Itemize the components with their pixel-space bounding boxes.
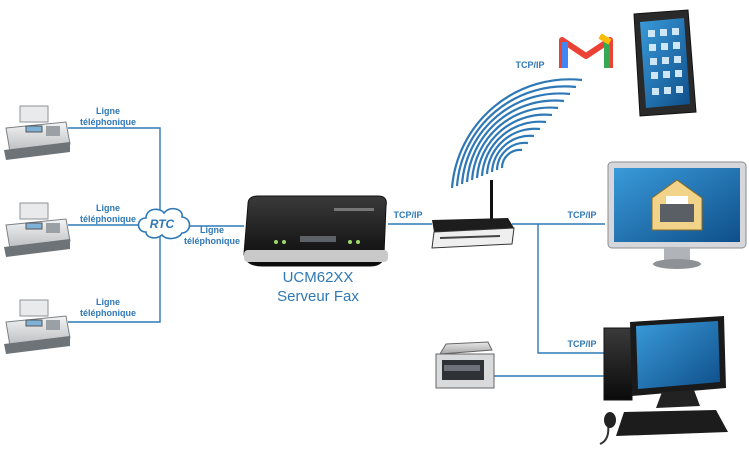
fax-machine-icon [4, 202, 71, 257]
router-desktop-line [537, 224, 605, 354]
server-model: UCM62XX [282, 269, 354, 286]
server-link-label-line1: Ligne [200, 225, 224, 235]
monitor-fax-icon [607, 161, 747, 269]
server-link-label: Ligne téléphonique [180, 225, 244, 247]
rtc-label: RTC [149, 217, 175, 231]
rtc-cloud-icon [137, 207, 191, 240]
fax-machine-icon [4, 105, 71, 160]
fax-3-link-label-line1: Ligne [96, 297, 120, 307]
wifi-waves-icon [450, 78, 583, 189]
tcp-label-server-router: TCP/IP [393, 210, 423, 220]
fax-2-link-label-line1: Ligne [96, 203, 120, 213]
tablet-icon [633, 9, 697, 117]
connection-lines [68, 127, 605, 377]
fax-1-link-label: Ligne téléphonique [76, 106, 140, 128]
fax-1-link-label-line1: Ligne [96, 106, 120, 116]
server-link-label-line2: téléphonique [184, 236, 240, 246]
fax-1-link-label-line2: téléphonique [80, 117, 136, 127]
tcp-label-monitor: TCP/IP [567, 210, 597, 220]
fax-3-line [68, 235, 161, 323]
fax-2-link-label-line2: téléphonique [80, 214, 136, 224]
server-caption: UCM62XX Serveur Fax [258, 268, 378, 306]
tcp-label-desktop: TCP/IP [567, 339, 597, 349]
gmail-icon [559, 33, 613, 68]
router-icon [431, 180, 515, 249]
fax-3-link-label-line2: téléphonique [80, 308, 136, 318]
ucm-server-icon [243, 195, 388, 267]
server-role: Serveur Fax [277, 288, 359, 305]
desktop-pc-icon [599, 316, 728, 445]
fax-2-link-label: Ligne téléphonique [76, 203, 140, 225]
scanner-icon [435, 341, 495, 389]
tcp-label-wireless: TCP/IP [515, 60, 545, 70]
fax-3-link-label: Ligne téléphonique [76, 297, 140, 319]
fax-machine-icon [4, 299, 71, 354]
fax-1-line [68, 127, 161, 218]
